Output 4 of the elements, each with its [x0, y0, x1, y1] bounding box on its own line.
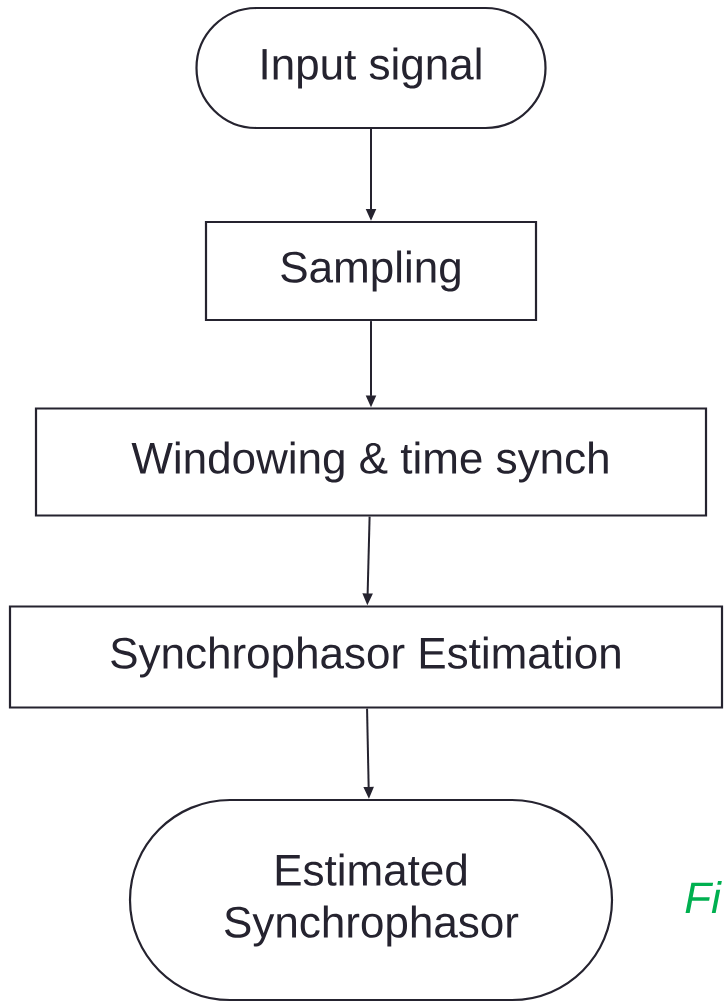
process-box: Windowing & time synch	[34, 407, 708, 517]
process-box: Sampling	[204, 220, 538, 322]
process-box: Synchrophasor Estimation	[8, 605, 724, 709]
caption-text: Fi	[685, 881, 722, 913]
